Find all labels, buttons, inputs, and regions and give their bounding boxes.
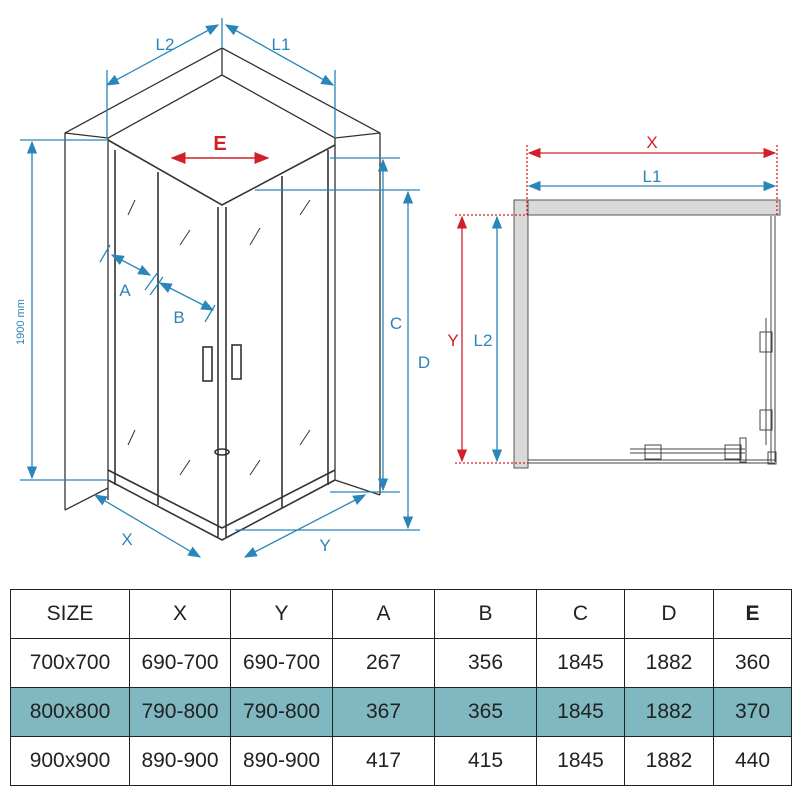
label-y: Y <box>319 536 330 555</box>
size-table: SIZE X Y A B C D E 700x700 690-700 690-7… <box>10 589 792 786</box>
header-b: B <box>434 589 537 639</box>
cell: 1882 <box>624 736 714 786</box>
cell: 370 <box>713 687 792 737</box>
left-handle <box>202 346 213 382</box>
header-e: E <box>713 589 792 639</box>
right-handle <box>231 344 242 380</box>
header-size: SIZE <box>10 589 130 639</box>
cell: 890-900 <box>129 736 231 786</box>
plan-label-y: Y <box>447 331 458 350</box>
cell: 415 <box>434 736 537 786</box>
label-c: C <box>390 314 402 333</box>
cell: 790-800 <box>230 687 333 737</box>
cell: 1845 <box>536 638 625 688</box>
cell: 800x800 <box>10 687 130 737</box>
walls <box>64 47 381 511</box>
label-height: 1900 mm <box>15 299 27 345</box>
cell: 360 <box>713 638 792 688</box>
table-header-row: SIZE X Y A B C D E <box>10 589 792 639</box>
table-row-highlighted: 800x800 790-800 790-800 367 365 1845 188… <box>10 687 792 737</box>
cell: 700x700 <box>10 638 130 688</box>
plan-label-l1: L1 <box>643 167 662 186</box>
perspective-labels: L2 L1 E 1900 mm A B C D X Y <box>15 35 430 555</box>
cell: 1845 <box>536 736 625 786</box>
table-row: 900x900 890-900 890-900 417 415 1845 188… <box>10 736 792 786</box>
cell: 690-700 <box>230 638 333 688</box>
header-y: Y <box>230 589 333 639</box>
cell: 890-900 <box>230 736 333 786</box>
cell: 1882 <box>624 638 714 688</box>
perspective-view <box>20 18 420 558</box>
cell: 267 <box>332 638 435 688</box>
header-x: X <box>129 589 231 639</box>
header-a: A <box>332 589 435 639</box>
table-row: 700x700 690-700 690-700 267 356 1845 188… <box>10 638 792 688</box>
cell: 356 <box>434 638 537 688</box>
shower-enclosure-diagram: L2 L1 E 1900 mm A B C D X Y <box>15 18 781 558</box>
enclosure <box>107 139 336 541</box>
plan-label-x: X <box>646 133 657 152</box>
cell: 417 <box>332 736 435 786</box>
perspective-dimensions <box>20 18 420 558</box>
label-d: D <box>418 353 430 372</box>
cell: 440 <box>713 736 792 786</box>
cell: 790-800 <box>129 687 231 737</box>
plan-label-l2: L2 <box>474 331 493 350</box>
label-e: E <box>213 133 226 155</box>
header-c: C <box>536 589 625 639</box>
cell: 365 <box>434 687 537 737</box>
plan-view: X L1 Y L2 <box>447 133 781 469</box>
label-l2: L2 <box>156 35 175 54</box>
label-x: X <box>121 530 132 549</box>
cell: 1845 <box>536 687 625 737</box>
label-b: B <box>173 308 184 327</box>
cell: 367 <box>332 687 435 737</box>
drain <box>214 448 230 456</box>
label-l1: L1 <box>272 35 291 54</box>
cell: 1882 <box>624 687 714 737</box>
plan-top-wall <box>513 199 781 216</box>
header-d: D <box>624 589 714 639</box>
plan-left-wall <box>513 199 529 469</box>
label-a: A <box>119 281 131 300</box>
cell: 900x900 <box>10 736 130 786</box>
cell: 690-700 <box>129 638 231 688</box>
